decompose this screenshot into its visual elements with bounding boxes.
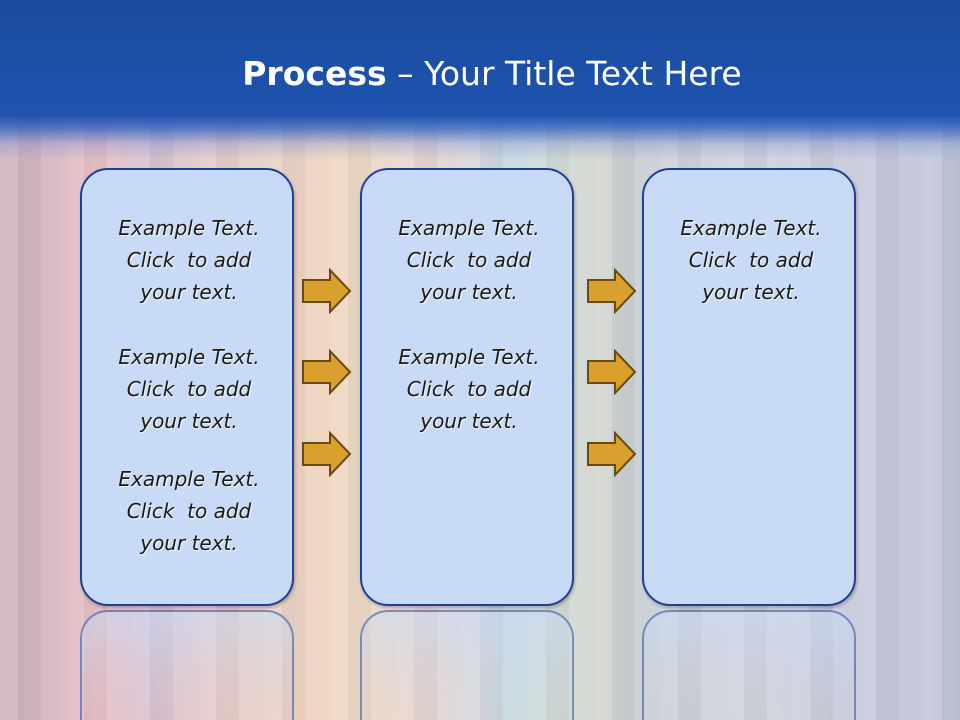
right-arrow-icon[interactable]: [587, 431, 637, 477]
right-arrow-icon[interactable]: [302, 431, 352, 477]
text-line: your text.: [140, 280, 238, 304]
text-line: Click to add: [126, 499, 252, 523]
process-box-1[interactable]: Example Text. Click to add your text. Ex…: [80, 168, 294, 606]
text-block[interactable]: Example Text. Click to add your text.: [82, 463, 296, 559]
text-block[interactable]: Example Text. Click to add your text.: [82, 212, 296, 308]
text-line: Click to add: [126, 377, 252, 401]
text-line: your text.: [140, 409, 238, 433]
right-arrow-icon[interactable]: [302, 268, 352, 314]
text-line: your text.: [702, 280, 800, 304]
process-box-2[interactable]: Example Text. Click to add your text. Ex…: [360, 168, 574, 606]
text-line: Click to add: [126, 248, 252, 272]
box-reflection-2: [360, 610, 574, 720]
header-band: [0, 0, 960, 160]
text-block[interactable]: Example Text. Click to add your text.: [644, 212, 858, 308]
text-block[interactable]: Example Text. Click to add your text.: [362, 341, 576, 437]
right-arrow-icon[interactable]: [587, 268, 637, 314]
text-line: Example Text.: [680, 216, 822, 240]
right-arrow-icon[interactable]: [587, 349, 637, 395]
slide-title[interactable]: Process – Your Title Text Here: [0, 54, 960, 93]
box-reflection-1: [80, 610, 294, 720]
text-line: your text.: [140, 531, 238, 555]
text-line: Example Text.: [398, 216, 540, 240]
text-block[interactable]: Example Text. Click to add your text.: [362, 212, 576, 308]
text-block[interactable]: Example Text. Click to add your text.: [82, 341, 296, 437]
text-line: Example Text.: [118, 216, 260, 240]
text-line: Click to add: [406, 248, 532, 272]
box-reflection-3: [642, 610, 856, 720]
text-line: Example Text.: [118, 467, 260, 491]
title-rest: – Your Title Text Here: [386, 54, 742, 93]
process-box-3[interactable]: Example Text. Click to add your text.: [642, 168, 856, 606]
text-line: your text.: [420, 280, 518, 304]
text-line: your text.: [420, 409, 518, 433]
text-line: Example Text.: [398, 345, 540, 369]
right-arrow-icon[interactable]: [302, 349, 352, 395]
text-line: Click to add: [406, 377, 532, 401]
text-line: Click to add: [688, 248, 814, 272]
text-line: Example Text.: [118, 345, 260, 369]
title-bold: Process: [242, 54, 387, 93]
